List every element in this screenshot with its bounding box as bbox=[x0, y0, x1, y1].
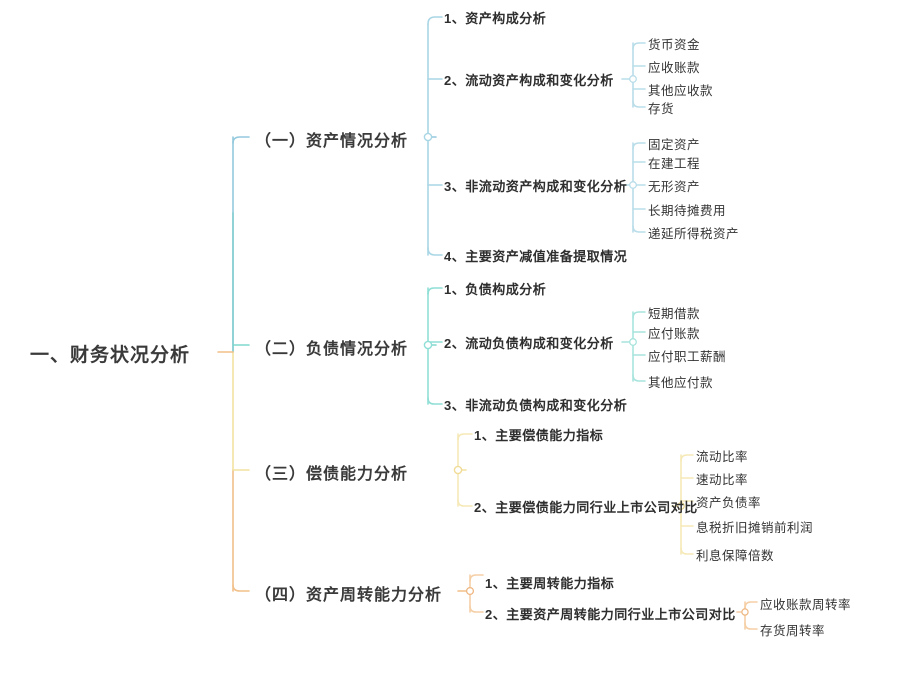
leaf-construction-in-progress[interactable]: 在建工程 bbox=[648, 157, 701, 171]
leaf-receivables-turnover[interactable]: 应收账款周转率 bbox=[760, 598, 852, 612]
b0c2-leaf4 bbox=[632, 225, 646, 233]
branch4-to-c0 bbox=[469, 574, 484, 582]
leaf-ebitda[interactable]: 息税折旧摊销前利润 bbox=[696, 521, 814, 535]
branch3-to-c0 bbox=[457, 433, 473, 441]
subnode-asset-impairment[interactable]: 4、主要资产减值准备提取情况 bbox=[444, 249, 628, 264]
leaf-inventory[interactable]: 存货 bbox=[648, 102, 675, 116]
leaf-other-payables[interactable]: 其他应付款 bbox=[648, 376, 714, 390]
leaf-accounts-receivable[interactable]: 应收账款 bbox=[648, 61, 701, 75]
subnode-noncurrent-liability-change[interactable]: 3、非流动负债构成和变化分析 bbox=[444, 398, 628, 413]
subnode-noncurrent-asset-change[interactable]: 3、非流动资产构成和变化分析 bbox=[444, 179, 628, 194]
branch2-to-c2 bbox=[427, 397, 443, 405]
leaf-intangible-assets[interactable]: 无形资产 bbox=[648, 180, 701, 194]
b0c1-leaf0 bbox=[632, 42, 646, 50]
branch-node-turnover-analysis[interactable]: （四）资产周转能力分析 bbox=[255, 587, 443, 604]
leaf-long-term-prepaid-expenses[interactable]: 长期待摊费用 bbox=[648, 204, 727, 218]
b3c1-leaf0 bbox=[744, 601, 758, 609]
b3c1-collapse-node bbox=[741, 608, 749, 616]
branch4-collapse-node bbox=[465, 586, 475, 596]
subnode-asset-composition[interactable]: 1、资产构成分析 bbox=[444, 11, 547, 26]
b0c1-leaf3 bbox=[632, 100, 646, 108]
b2c1-collapse-node bbox=[677, 502, 685, 510]
subnode-current-asset-change[interactable]: 2、流动资产构成和变化分析 bbox=[444, 73, 614, 88]
b1c1-leaf0 bbox=[632, 311, 646, 319]
branch3-collapse-node bbox=[453, 465, 463, 475]
branch1-to-c3 bbox=[427, 247, 443, 256]
b1c1-collapse-node bbox=[629, 338, 637, 346]
subnode-solvency-indicators[interactable]: 1、主要偿债能力指标 bbox=[474, 428, 604, 443]
b0c1-collapse-node bbox=[629, 75, 637, 83]
leaf-debt-to-asset-ratio[interactable]: 资产负债率 bbox=[696, 496, 762, 510]
branch-node-asset-analysis[interactable]: （一）资产情况分析 bbox=[255, 133, 409, 150]
branch3-to-c1 bbox=[457, 499, 473, 507]
branch1-collapse-node bbox=[423, 132, 433, 142]
b2c1-leaf4 bbox=[680, 547, 694, 555]
subnode-solvency-peer-comparison[interactable]: 2、主要偿债能力同行业上市公司对比 bbox=[474, 500, 698, 515]
b0c2-leaf0 bbox=[632, 142, 646, 150]
b0c2-collapse-node bbox=[629, 181, 637, 189]
leaf-fixed-assets[interactable]: 固定资产 bbox=[648, 138, 701, 152]
subnode-turnover-peer-comparison[interactable]: 2、主要资产周转能力同行业上市公司对比 bbox=[485, 607, 736, 622]
branch2-to-c0 bbox=[427, 287, 443, 295]
leaf-inventory-turnover[interactable]: 存货周转率 bbox=[760, 624, 826, 638]
leaf-monetary-funds[interactable]: 货币资金 bbox=[648, 38, 701, 52]
leaf-short-term-borrowings[interactable]: 短期借款 bbox=[648, 307, 701, 321]
subnode-liability-composition[interactable]: 1、负债构成分析 bbox=[444, 282, 547, 297]
branch2-collapse-node bbox=[423, 340, 433, 350]
b1c1-leaf3 bbox=[632, 374, 646, 382]
subnode-turnover-indicators[interactable]: 1、主要周转能力指标 bbox=[485, 576, 615, 591]
branch-node-solvency-analysis[interactable]: （三）偿债能力分析 bbox=[255, 466, 409, 483]
leaf-quick-ratio[interactable]: 速动比率 bbox=[696, 473, 749, 487]
branch1-to-c0 bbox=[427, 16, 443, 25]
leaf-accounts-payable[interactable]: 应付账款 bbox=[648, 327, 701, 341]
b3c1-leaf1 bbox=[744, 622, 758, 630]
root-to-branch-4 bbox=[232, 584, 250, 592]
leaf-current-ratio[interactable]: 流动比率 bbox=[696, 450, 749, 464]
branch4-to-c1 bbox=[469, 605, 484, 613]
root-to-branch-1 bbox=[232, 136, 250, 144]
leaf-deferred-tax-assets[interactable]: 递延所得税资产 bbox=[648, 227, 740, 241]
root-node[interactable]: 一、财务状况分析 bbox=[30, 345, 191, 366]
leaf-employee-benefits-payable[interactable]: 应付职工薪酬 bbox=[648, 350, 727, 364]
leaf-other-receivables[interactable]: 其他应收款 bbox=[648, 84, 714, 98]
b2c1-leaf0 bbox=[680, 454, 694, 462]
branch-node-liability-analysis[interactable]: （二）负债情况分析 bbox=[255, 341, 409, 358]
leaf-interest-coverage-ratio[interactable]: 利息保障倍数 bbox=[696, 549, 775, 563]
subnode-current-liability-change[interactable]: 2、流动负债构成和变化分析 bbox=[444, 336, 614, 351]
